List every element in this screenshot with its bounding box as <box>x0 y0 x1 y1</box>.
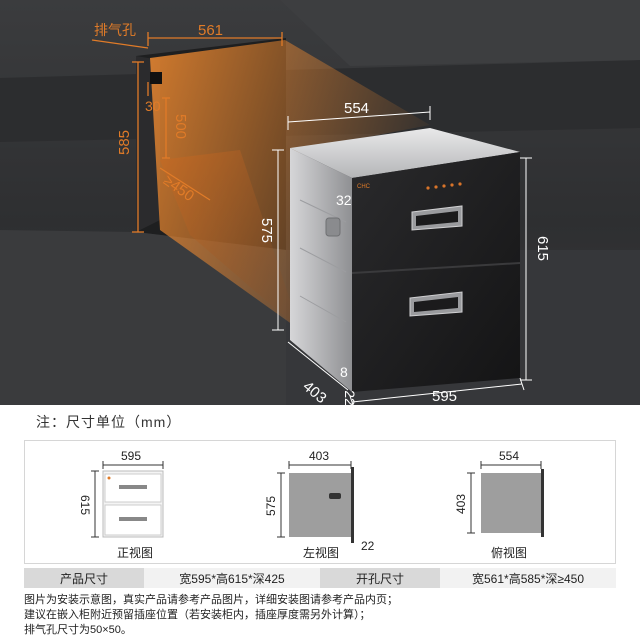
wall-panel <box>280 0 640 66</box>
product-side-575: 575 <box>258 217 276 244</box>
left-view-depth: 403 <box>309 449 330 463</box>
product-dimension-lines <box>272 106 532 405</box>
control-panel <box>426 182 462 190</box>
orthographic-views: 595 615 正视图 403 575 22 左视图 554 403 俯视图 <box>24 440 616 564</box>
front-view-label: 正视图 <box>117 546 154 560</box>
product-width-595: 595 <box>432 388 458 405</box>
product-top <box>290 128 520 178</box>
spec-bar: 产品尺寸 宽595*高615*深425 开孔尺寸 宽561*高585*深≥450 <box>24 568 616 588</box>
cutout-size-value: 宽561*高585*深≥450 <box>440 568 616 588</box>
installation-diagram: 排气孔 561 30 500 585 ≥450 554 575 32 CHC 6… <box>0 0 640 405</box>
product-size-label: 产品尺寸 <box>24 568 144 588</box>
installation-illustration <box>0 0 640 405</box>
cabinet-front <box>0 230 286 405</box>
product-height-615: 615 <box>534 235 552 262</box>
product-top-554: 554 <box>344 100 370 117</box>
left-view <box>277 461 354 543</box>
brand-logo: CHC <box>357 184 370 190</box>
cutout-size-label: 开孔尺寸 <box>320 568 440 588</box>
front-view-height: 615 <box>78 494 93 516</box>
footnote-line-1: 图片为安装示意图，真实产品请参考产品图片，详细安装图请参考产品内页； <box>24 594 398 606</box>
top-view <box>467 461 544 537</box>
top-view-label: 俯视图 <box>491 546 528 560</box>
inner-height-500: 500 <box>172 113 190 140</box>
unit-note: 注：尺寸单位（mm） <box>36 414 182 430</box>
cutout-height-585: 585 <box>116 129 134 156</box>
vent-label: 排气孔 <box>94 22 136 38</box>
cutout-width-561: 561 <box>198 22 224 39</box>
views-drawing <box>91 461 544 543</box>
vent-offset-30: 30 <box>145 98 161 114</box>
front-lip-22: 22 <box>341 390 358 405</box>
product-side <box>290 148 352 392</box>
top-gap-32: 32 <box>336 192 352 208</box>
left-view-height: 575 <box>264 495 279 517</box>
product-size-value: 宽595*高615*深425 <box>144 568 320 588</box>
side-handle <box>325 217 341 237</box>
top-view-depth: 403 <box>454 493 469 515</box>
footnote-line-2: 建议在嵌入柜附近预留插座位置（若安装柜内，插座厚度需另外计算）； <box>24 609 371 621</box>
front-view-width: 595 <box>121 449 142 463</box>
footnote-line-3: 排气孔尺寸为50×50。 <box>24 624 132 636</box>
left-view-label: 左视图 <box>303 546 340 560</box>
bottom-gap-8: 8 <box>340 364 348 380</box>
product-front <box>352 152 520 392</box>
front-view <box>91 461 164 538</box>
footnote: 图片为安装示意图，真实产品请参考产品图片，详细安装图请参考产品内页； 建议在嵌入… <box>24 593 624 638</box>
vent-hole <box>150 72 162 84</box>
top-view-width: 554 <box>499 449 520 463</box>
cutout-dimension-lines <box>91 32 283 233</box>
left-view-lip: 22 <box>361 539 375 553</box>
